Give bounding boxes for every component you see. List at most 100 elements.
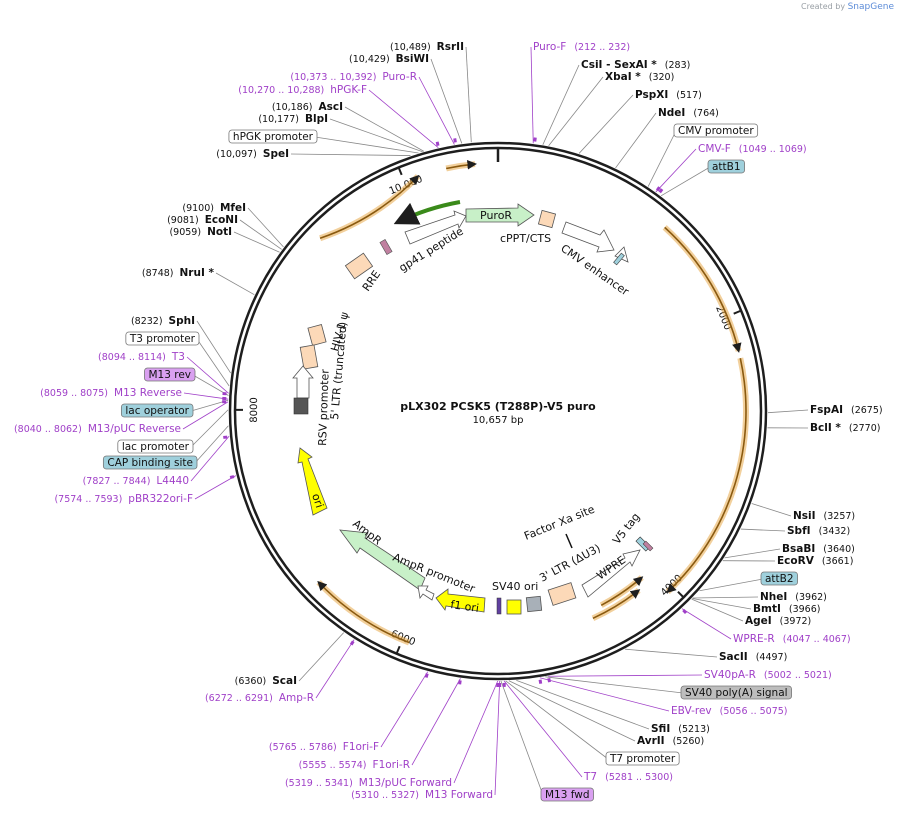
sacii-name: SacII xyxy=(719,651,748,663)
sbfi-name: SbfI xyxy=(787,525,811,537)
ori-arrow[interactable] xyxy=(297,447,328,516)
rsv-label: RSV promoter xyxy=(316,369,332,447)
label-fspai[interactable]: FspAI(2675) xyxy=(810,404,883,416)
leader-line xyxy=(548,76,604,147)
label-attb1[interactable]: attB1 xyxy=(707,159,745,174)
rsv-arrow[interactable] xyxy=(292,365,314,399)
label-m13-puc-rev[interactable]: M13/pUC Reverse(8040 .. 8062) xyxy=(14,423,181,435)
cmv-enhancer-arrow[interactable] xyxy=(561,221,615,253)
label-t3-prom[interactable]: T3 promoter xyxy=(125,331,200,346)
label-ecorv[interactable]: EcoRV(3661) xyxy=(777,555,853,567)
label-m13-forward[interactable]: M13 Forward(5310 .. 5327) xyxy=(351,789,493,801)
label-sphi[interactable]: SphI(8232) xyxy=(131,315,195,327)
tick-label: 8000 xyxy=(249,397,260,422)
orf-arc[interactable] xyxy=(446,159,477,170)
label-lac-prom[interactable]: lac promoter xyxy=(117,439,194,454)
label-noti[interactable]: NotI(9059) xyxy=(169,226,232,238)
label-bsiwi[interactable]: BsiWI(10,429) xyxy=(349,53,429,65)
wpre-arrow[interactable] xyxy=(581,549,641,598)
sbfi-position: (3432) xyxy=(819,526,851,537)
label-t7[interactable]: T7(5281 .. 5300) xyxy=(583,771,673,783)
label-m13fwd[interactable]: M13 fwd xyxy=(540,787,594,802)
hiv-psi-box[interactable] xyxy=(307,324,327,346)
label-m13puc-fwd[interactable]: M13/pUC Forward(5319 .. 5341) xyxy=(285,777,452,789)
label-sacii[interactable]: SacII(4497) xyxy=(719,651,787,663)
label-agei[interactable]: AgeI(3972) xyxy=(745,615,811,627)
ampr-promoter-arrow[interactable] xyxy=(417,585,435,601)
bsabi-position: (3640) xyxy=(823,544,855,555)
label-puro-r[interactable]: Puro-R(10,373 .. 10,392) xyxy=(290,71,417,83)
label-f1ori-f[interactable]: F1ori-F(5765 .. 5786) xyxy=(269,741,379,753)
primer-site-mark xyxy=(435,141,440,147)
cppt-box[interactable] xyxy=(537,209,557,229)
label-nsii[interactable]: NsiI(3257) xyxy=(793,510,855,522)
gp41-arrow[interactable] xyxy=(404,210,467,245)
sv40-ori-box[interactable] xyxy=(506,599,522,615)
label-blpi[interactable]: BlpI(10,177) xyxy=(258,113,328,125)
label-sbfi[interactable]: SbfI (3432) xyxy=(787,525,850,537)
label-econi[interactable]: EcoNI(9081) xyxy=(167,214,238,226)
label-sv40pa-r[interactable]: SV40pA-R(5002 .. 5021) xyxy=(704,669,832,681)
label-l4440[interactable]: L4440(7827 .. 7844) xyxy=(83,475,189,487)
label-amp-r[interactable]: Amp-R(6272 .. 6291) xyxy=(205,692,314,704)
label-avrii[interactable]: AvrII(5260) xyxy=(637,735,704,747)
asci-position: (10,186) xyxy=(272,102,313,113)
orf-arc[interactable] xyxy=(664,226,742,353)
label-t7-prom[interactable]: T7 promoter xyxy=(605,751,680,766)
primer-site-mark xyxy=(655,186,661,192)
orf-arc[interactable] xyxy=(592,589,641,620)
sphi-name: SphI xyxy=(169,315,195,327)
orf-arc[interactable] xyxy=(317,580,410,644)
label-pspxi[interactable]: PspXI(517) xyxy=(635,89,702,101)
label-xbai[interactable]: XbaI *(320) xyxy=(605,71,674,83)
label-cmv-prom[interactable]: CMV promoter xyxy=(673,123,759,138)
orf-arc[interactable] xyxy=(666,357,747,594)
label-nrui[interactable]: NruI *(8748) xyxy=(142,267,215,279)
label-sv40pa[interactable]: SV40 poly(A) signal xyxy=(680,685,792,700)
rre-box[interactable] xyxy=(344,252,374,280)
label-m13-reverse[interactable]: M13 Reverse(8059 .. 8075) xyxy=(40,387,182,399)
label-m13rev[interactable]: M13 rev xyxy=(144,367,196,382)
label-nhei[interactable]: NheI(3962) xyxy=(760,591,827,603)
label-attb2[interactable]: attB2 xyxy=(760,571,798,586)
snapgene-credit: Created by SnapGene xyxy=(801,2,894,12)
attb1-box[interactable] xyxy=(613,252,625,266)
label-puro-f[interactable]: Puro-F(212 .. 232) xyxy=(533,41,630,53)
label-bsabi[interactable]: BsaBI (3640) xyxy=(782,543,855,555)
puror-arrow[interactable] xyxy=(465,203,535,227)
label-csii[interactable]: CsiI - SexAI *(283) xyxy=(581,59,690,71)
label-rsrii[interactable]: RsrII(10,489) xyxy=(390,41,464,53)
label-pbr322[interactable]: pBR322ori-F(7574 .. 7593) xyxy=(54,493,193,505)
label-sfii[interactable]: SfiI(5213) xyxy=(651,723,710,735)
ampr-arrow[interactable] xyxy=(339,529,426,591)
orf-arc[interactable] xyxy=(319,174,420,239)
label-spei[interactable]: SpeI(10,097) xyxy=(216,148,289,160)
label-cap[interactable]: CAP binding site xyxy=(102,455,198,470)
leader-line xyxy=(196,338,230,387)
leader-line xyxy=(314,136,419,154)
label-cmv-f[interactable]: CMV-F(1049 .. 1069) xyxy=(698,143,807,155)
label-asci[interactable]: AscI(10,186) xyxy=(272,101,343,113)
label-f1ori-r[interactable]: F1ori-R(5555 .. 5574) xyxy=(299,759,410,771)
bsabi-name: BsaBI xyxy=(782,543,815,555)
label-lac-op[interactable]: lac operator xyxy=(120,403,194,418)
leader-line xyxy=(660,166,711,197)
label-scai[interactable]: ScaI(6360) xyxy=(235,675,297,687)
label-bcli[interactable]: BclI *(2770) xyxy=(810,422,880,434)
label-ndei[interactable]: NdeI(764) xyxy=(658,107,719,119)
label-bmti[interactable]: BmtI(3966) xyxy=(753,603,820,615)
factorxa-line[interactable] xyxy=(565,533,573,549)
label-ebv-rev[interactable]: EBV-rev(5056 .. 5075) xyxy=(671,705,788,717)
ltr5-box[interactable] xyxy=(299,344,319,370)
f1ori-arrow[interactable] xyxy=(435,588,486,613)
orf-arc[interactable] xyxy=(600,576,644,606)
label-hpgk-f[interactable]: hPGK-F(10,270 .. 10,288) xyxy=(238,84,367,96)
label-t3[interactable]: T3(8094 .. 8114) xyxy=(98,351,185,363)
leader-line xyxy=(239,219,282,250)
m13-reverse-name: M13 Reverse xyxy=(114,387,182,399)
label-mfei[interactable]: MfeI(9100) xyxy=(182,202,246,214)
label-hpgk-prom[interactable]: hPGK promoter xyxy=(228,129,318,144)
ltr3-box[interactable] xyxy=(547,582,577,606)
label-wpre-r[interactable]: WPRE-R(4047 .. 4067) xyxy=(733,633,851,645)
cmv-prom-name: CMV promoter xyxy=(678,125,754,137)
